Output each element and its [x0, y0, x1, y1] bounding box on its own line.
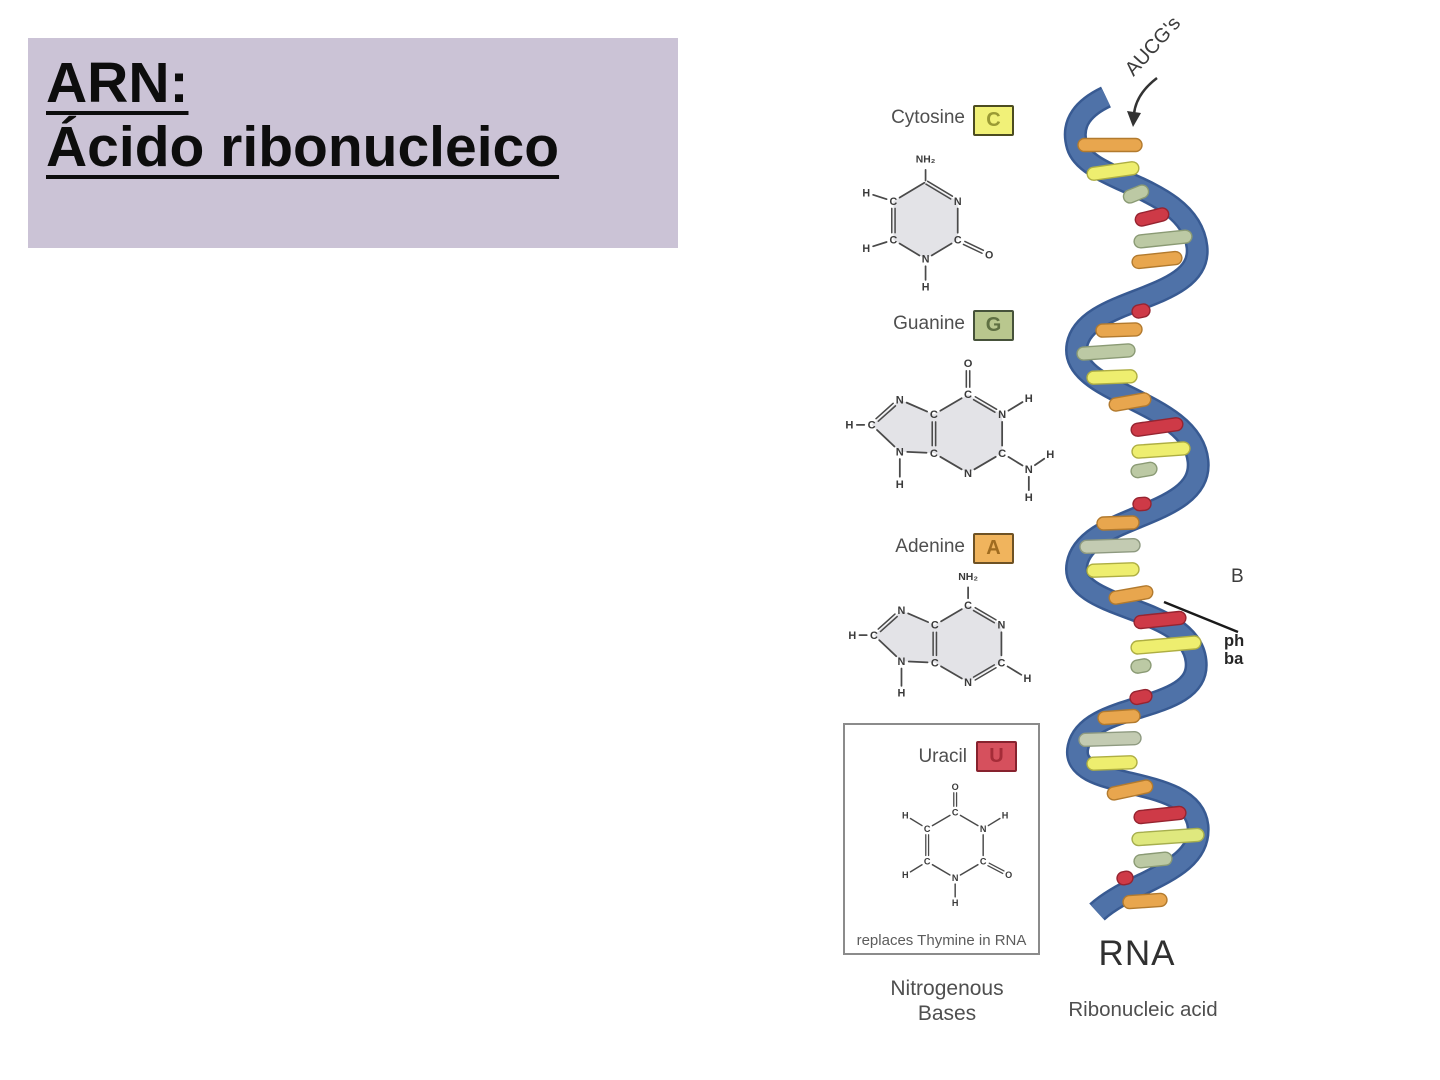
cytosine-structure: NH₂ N C N C C O H H H [852, 142, 1002, 301]
svg-text:C: C [931, 620, 939, 632]
svg-text:C: C [890, 196, 898, 208]
svg-text:H: H [845, 420, 853, 432]
adenine-badge: A [973, 533, 1014, 564]
cytosine-badge: C [973, 105, 1014, 136]
uracil-label: Uracil [918, 746, 967, 767]
adenine-structure: NH₂ C N C H N C C N C H N H [845, 562, 1055, 721]
svg-text:H: H [902, 870, 909, 880]
svg-text:C: C [890, 234, 898, 246]
svg-text:N: N [896, 446, 904, 458]
svg-text:N: N [952, 873, 959, 883]
svg-text:H: H [898, 688, 906, 700]
svg-text:H: H [896, 479, 904, 491]
cropped-label-ba: ba [1224, 649, 1244, 668]
svg-text:C: C [998, 448, 1006, 460]
svg-text:H: H [1024, 673, 1032, 685]
svg-text:C: C [964, 389, 972, 401]
uracil-badge: U [976, 741, 1017, 772]
svg-text:C: C [870, 630, 878, 642]
svg-text:H: H [1025, 393, 1033, 405]
svg-text:N: N [954, 196, 962, 208]
slide-title-line1: ARN: [46, 51, 189, 115]
svg-text:O: O [964, 358, 973, 370]
svg-text:C: C [924, 857, 931, 867]
svg-text:N: N [896, 394, 904, 406]
slide-title-line2: Ácido ribonucleico [46, 114, 560, 179]
uracil-note: replaces Thymine in RNA [856, 932, 1027, 949]
cropped-label-b: B [1231, 566, 1244, 587]
svg-text:N: N [980, 824, 987, 834]
svg-text:H: H [1046, 449, 1054, 461]
svg-text:C: C [930, 448, 938, 460]
nitrogenous-bases-line1: Nitrogenous [890, 977, 1004, 1000]
svg-text:NH₂: NH₂ [916, 155, 936, 166]
svg-text:O: O [952, 782, 959, 792]
svg-text:H: H [848, 630, 856, 642]
svg-text:N: N [898, 656, 906, 668]
cropped-label-ph-ba: ph ba [1224, 632, 1245, 669]
svg-text:H: H [902, 810, 909, 820]
svg-text:N: N [898, 605, 906, 617]
svg-text:N: N [964, 677, 972, 689]
title-box: ARN: Ácido ribonucleico [28, 38, 678, 248]
svg-text:N: N [997, 620, 1005, 632]
cytosine-label: Cytosine [891, 107, 965, 128]
svg-text:N: N [922, 254, 930, 266]
svg-text:C: C [924, 824, 931, 834]
svg-text:C: C [868, 420, 876, 432]
svg-text:N: N [998, 409, 1006, 421]
guanine-label: Guanine [893, 313, 965, 334]
uracil-box: Uracil U O C N H C O N H C H C H replaces Thymine i… [843, 723, 1040, 955]
svg-text:N: N [964, 468, 972, 480]
svg-text:N: N [1025, 464, 1033, 476]
svg-text:C: C [964, 600, 972, 612]
uracil-structure: O C N H C O N H C H C H [887, 777, 1027, 919]
rna-label: RNA [1098, 934, 1176, 973]
svg-text:NH₂: NH₂ [958, 572, 978, 583]
svg-text:H: H [862, 187, 870, 199]
svg-text:H: H [1002, 810, 1009, 820]
adenine-label: Adenine [895, 536, 965, 557]
svg-text:C: C [954, 234, 962, 246]
nitrogenous-bases-line2: Bases [917, 1002, 977, 1026]
svg-text:H: H [952, 898, 959, 908]
svg-text:O: O [985, 249, 993, 261]
svg-text:C: C [980, 857, 987, 867]
svg-text:C: C [997, 657, 1005, 669]
guanine-structure: O C N H C N H H N C C N C H N H [842, 350, 1057, 512]
svg-text:C: C [930, 409, 938, 421]
svg-text:H: H [862, 243, 870, 255]
cropped-label-ph: ph [1224, 632, 1245, 650]
svg-text:H: H [1025, 492, 1033, 504]
rna-caption: Ribonucleic acid [1068, 998, 1218, 1021]
aucg-annotation: AUCG's [1120, 12, 1186, 81]
svg-text:H: H [922, 282, 930, 294]
nitrogenous-bases-caption: Nitrogenous Bases [862, 976, 1032, 1026]
svg-text:C: C [952, 807, 959, 817]
guanine-badge: G [973, 310, 1014, 341]
svg-text:C: C [931, 657, 939, 669]
svg-text:O: O [1005, 870, 1012, 880]
